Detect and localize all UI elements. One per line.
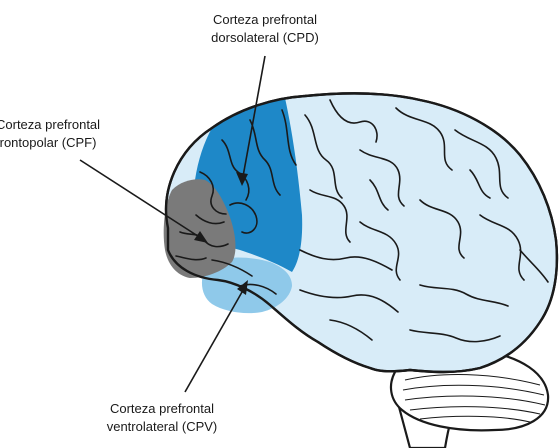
label-cpf-line1: Corteza prefrontal bbox=[0, 116, 176, 134]
label-cpv-line1: Corteza prefrontal bbox=[62, 400, 262, 418]
label-cpf-line2: frontopolar (CPF) bbox=[0, 134, 176, 152]
label-cpd-line1: Corteza prefrontal bbox=[165, 11, 365, 29]
label-cpv: Corteza prefrontal ventrolateral (CPV) bbox=[62, 400, 262, 436]
label-cpd: Corteza prefrontal dorsolateral (CPD) bbox=[165, 11, 365, 47]
label-cpf: Corteza prefrontal frontopolar (CPF) bbox=[0, 116, 176, 152]
label-cpd-line2: dorsolateral (CPD) bbox=[165, 29, 365, 47]
label-cpv-line2: ventrolateral (CPV) bbox=[62, 418, 262, 436]
